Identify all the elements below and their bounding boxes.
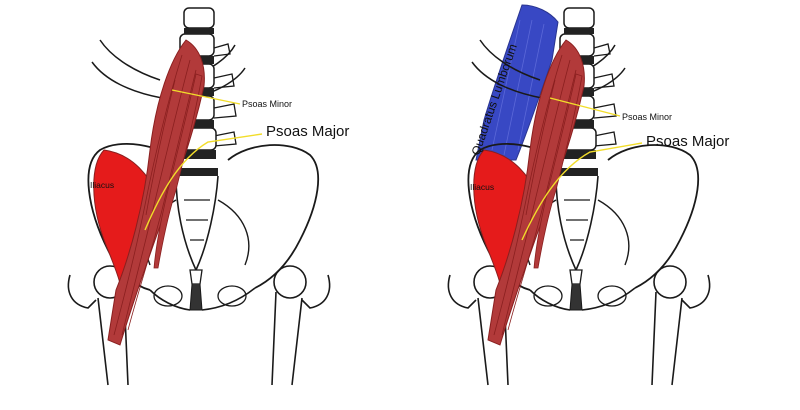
psoas-minor-label: Psoas Minor xyxy=(622,112,672,122)
psoas-major-leader xyxy=(144,133,263,231)
iliacus-label: Iliacus xyxy=(90,180,114,190)
panel-left: Psoas Minor Psoas Major Iliacus xyxy=(67,7,349,386)
quadratus-lumborum-muscle xyxy=(475,4,559,161)
psoas-minor-leader xyxy=(171,89,241,105)
panel-right: Quadratus Lumborum Psoas Minor Psoas Maj… xyxy=(447,4,729,386)
iliacus-label: Iliacus xyxy=(470,182,494,192)
psoas-minor-leader xyxy=(549,97,621,117)
psoas-minor-label: Psoas Minor xyxy=(242,99,292,109)
psoas-major-label: Psoas Major xyxy=(646,133,729,150)
psoas-major-leader xyxy=(521,142,643,241)
psoas-major-label: Psoas Major xyxy=(266,123,349,140)
